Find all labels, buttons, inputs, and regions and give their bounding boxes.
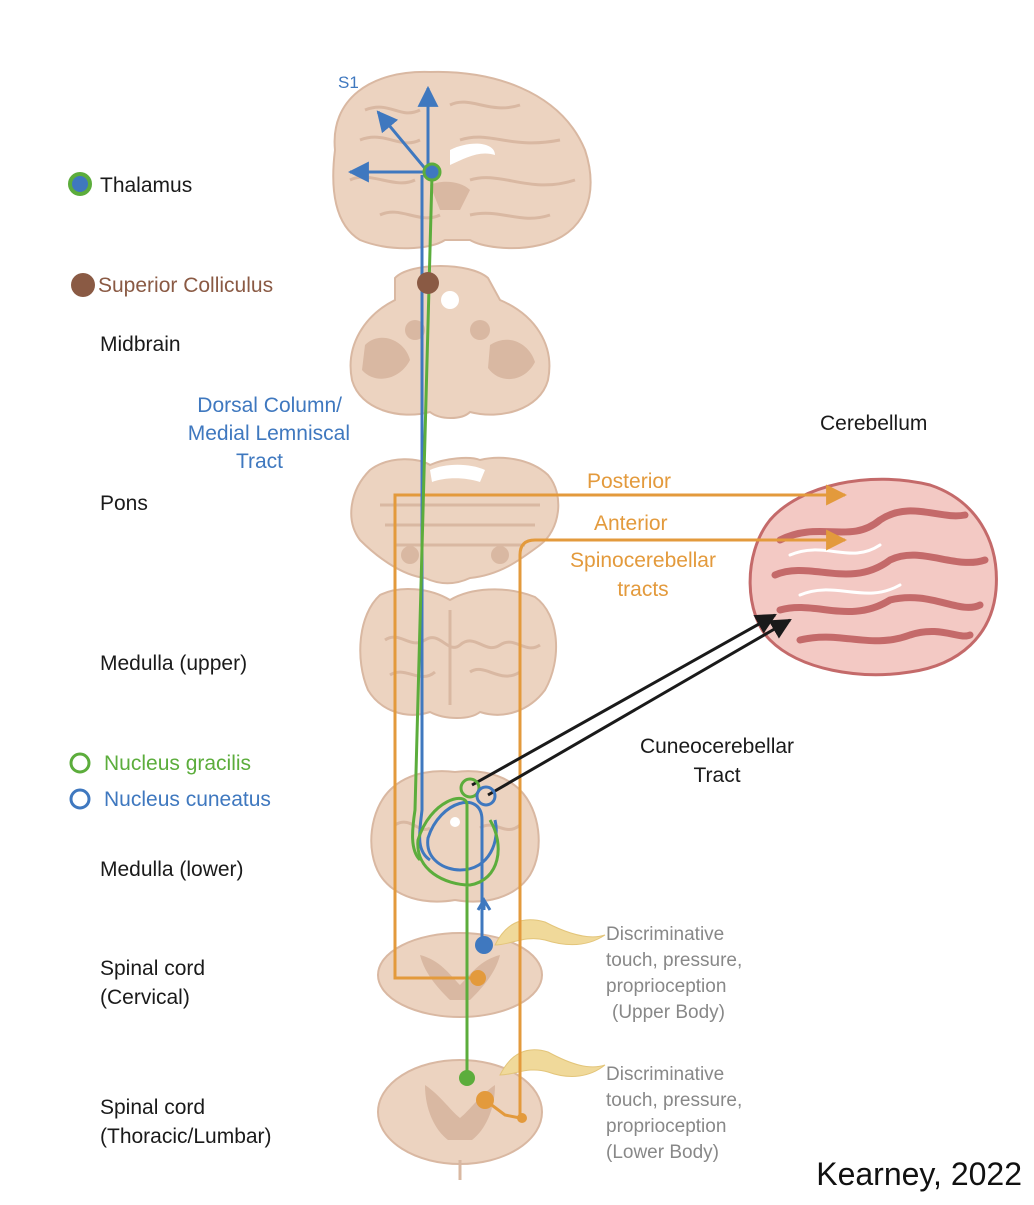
lower-body-nerve xyxy=(499,1049,606,1077)
cuneocerebellar-label-line-1: Cuneocerebellar xyxy=(640,735,794,758)
spinocerebellar-label-line-2: tracts xyxy=(617,578,668,601)
midbrain-section xyxy=(349,265,551,419)
spinal-cervical-label-line-2: (Cervical) xyxy=(100,986,190,1009)
spinal-thoracic-label-line-2: (Thoracic/Lumbar) xyxy=(100,1125,272,1148)
upper-body-sensory-label: Discriminative touch, pressure, proprioc… xyxy=(606,924,742,1023)
credit-label: Kearney, 2022 xyxy=(816,1156,1022,1192)
lower-sensory-line-2: touch, pressure, xyxy=(606,1090,742,1111)
nucleus-cuneatus-label: Nucleus cuneatus xyxy=(104,788,271,811)
spinocerebellar-tract-pathways xyxy=(393,484,848,1123)
midbrain-label: Midbrain xyxy=(100,333,181,356)
spinocerebellar-label-line-1: Spinocerebellar xyxy=(570,549,716,572)
cuneocerebellar-tract-pathways xyxy=(471,613,792,797)
brain-coronal-section xyxy=(332,70,592,250)
cerebellum-section xyxy=(748,477,998,677)
lower-sensory-line-1: Discriminative xyxy=(606,1064,724,1085)
dcml-label-line-3: Tract xyxy=(236,450,283,473)
spinal-thoracic-label-line-1: Spinal cord xyxy=(100,1096,205,1119)
cuneocerebellar-label-line-2: Tract xyxy=(693,764,740,787)
nucleus-gracilis-marker xyxy=(69,752,91,774)
spinal-cervical-section xyxy=(377,932,543,1018)
s1-label: S1 xyxy=(338,73,359,92)
superior-colliculus-marker xyxy=(71,273,95,297)
dcml-tract-label: Dorsal Column/ Medial Lemniscal Tract xyxy=(188,394,350,473)
superior-colliculus-label: Superior Colliculus xyxy=(98,274,273,297)
posterior-label: Posterior xyxy=(587,470,671,493)
anterior-label: Anterior xyxy=(594,512,668,535)
medulla-lower-label: Medulla (lower) xyxy=(100,858,244,881)
upper-sensory-line-4: (Upper Body) xyxy=(612,1002,725,1023)
spinal-cervical-label-line-1: Spinal cord xyxy=(100,957,205,980)
dcml-label-line-1: Dorsal Column/ xyxy=(197,394,342,417)
upper-sensory-line-1: Discriminative xyxy=(606,924,724,945)
upper-sensory-line-3: proprioception xyxy=(606,976,726,997)
thalamus-marker xyxy=(68,172,92,196)
legend-markers xyxy=(68,172,95,810)
nucleus-gracilis-label: Nucleus gracilis xyxy=(104,752,251,775)
dcml-tract-pathways xyxy=(347,85,500,1086)
spinal-thoracic-section xyxy=(377,1059,543,1180)
lower-sensory-line-3: proprioception xyxy=(606,1116,726,1137)
lower-body-sensory-label: Discriminative touch, pressure, proprioc… xyxy=(606,1064,742,1163)
medulla-lower-section xyxy=(370,770,540,903)
dcml-label-line-2: Medial Lemniscal xyxy=(188,422,350,445)
medulla-upper-section xyxy=(359,588,558,719)
medulla-upper-label: Medulla (upper) xyxy=(100,652,247,675)
pons-label: Pons xyxy=(100,492,148,515)
thalamus-label: Thalamus xyxy=(100,174,192,197)
pons-section xyxy=(350,456,560,585)
cerebellum-label: Cerebellum xyxy=(820,412,927,435)
upper-sensory-line-2: touch, pressure, xyxy=(606,950,742,971)
upper-body-nerve xyxy=(494,919,606,946)
nucleus-cuneatus-marker xyxy=(69,788,91,810)
lower-sensory-line-4: (Lower Body) xyxy=(606,1142,719,1163)
